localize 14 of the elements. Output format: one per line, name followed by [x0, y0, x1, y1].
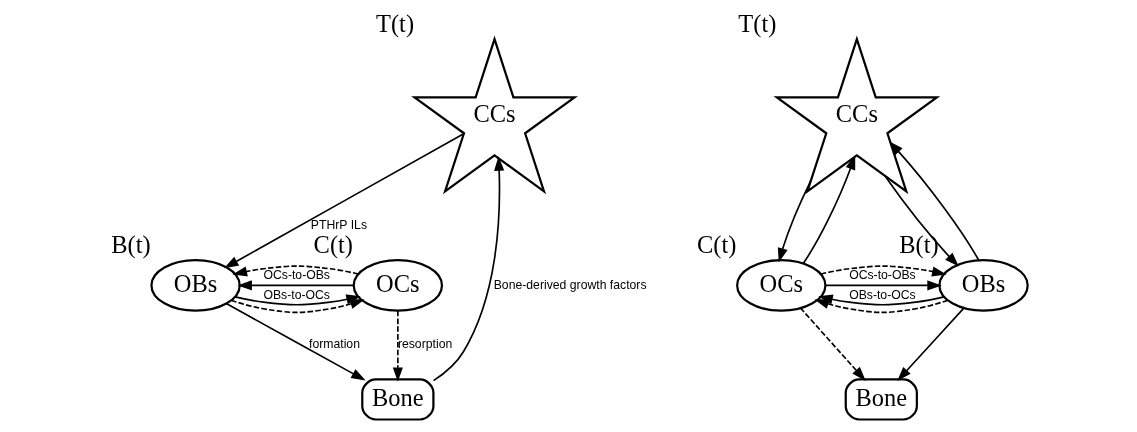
node-label: T(t) — [375, 10, 414, 38]
edge-label: OCs-to-OBs — [848, 267, 916, 282]
edge-label: OBs-to-OCs — [848, 287, 916, 302]
edge-label: formation — [308, 337, 360, 352]
node-label: B(t) — [110, 231, 151, 259]
edge-label: OCs-to-OBs — [262, 267, 330, 282]
node-label: C(t) — [696, 231, 736, 259]
edge-label: resorption — [397, 337, 452, 352]
node-label: C(t) — [313, 231, 353, 259]
edge-label: PTHrP ILs — [310, 217, 367, 232]
node-label: B(t) — [898, 231, 939, 259]
edge-label: Bone-derived growth factors — [493, 277, 647, 292]
node-label: T(t) — [737, 10, 776, 38]
edge-label: OBs-to-OCs — [262, 287, 330, 302]
